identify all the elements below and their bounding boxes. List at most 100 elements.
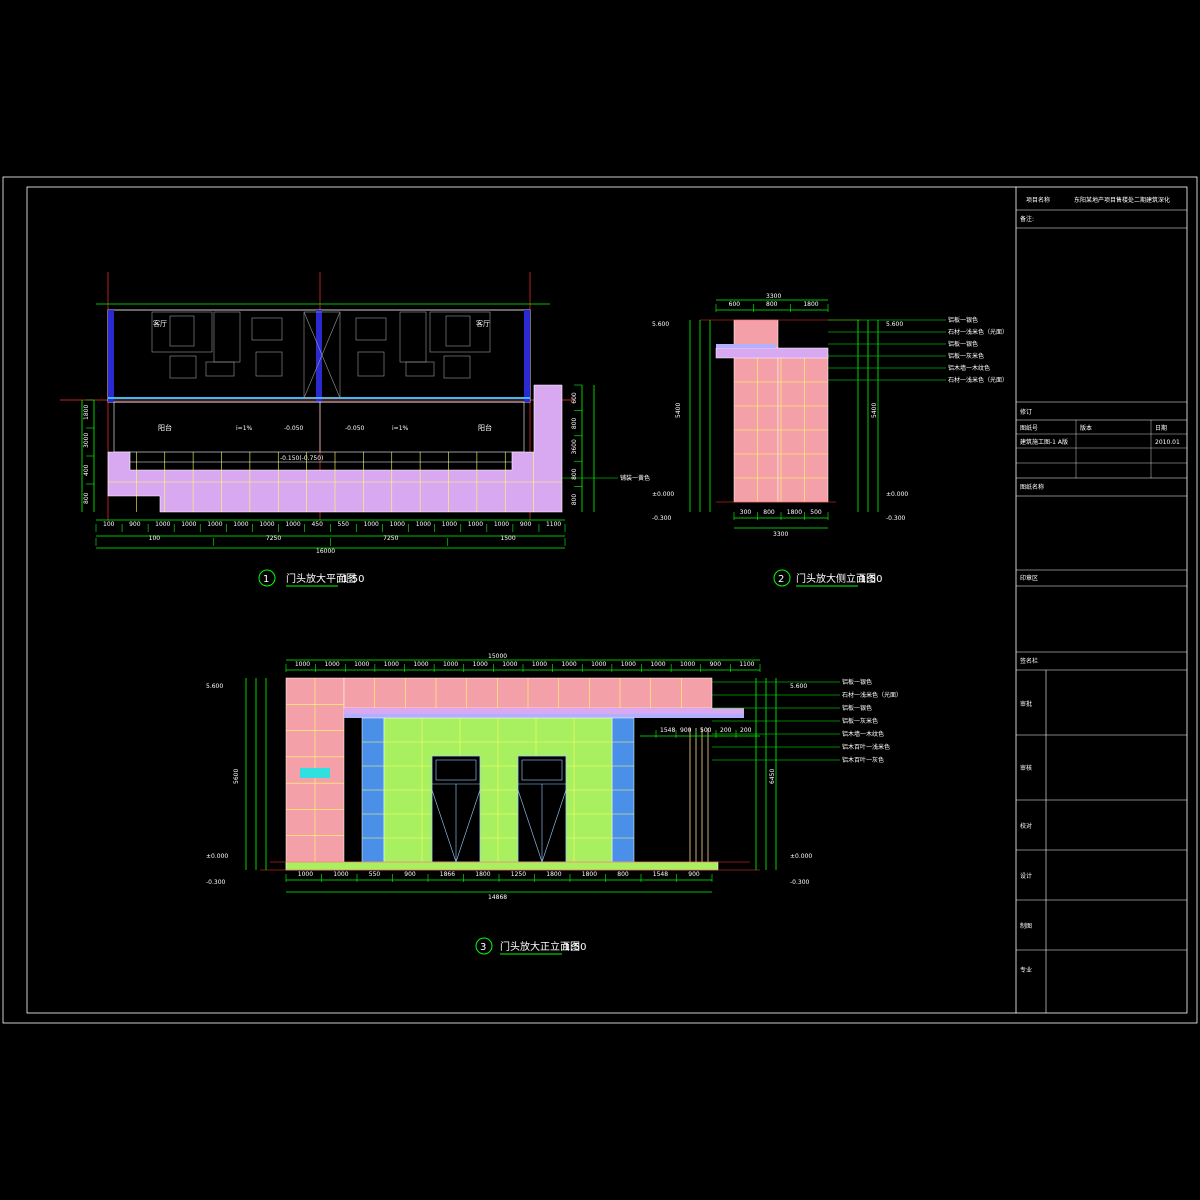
front-dim-top: 1000 xyxy=(295,661,310,668)
front-material-note: 石材一浅米色（光面） xyxy=(842,691,902,699)
front-dim-bottom: 1800 xyxy=(475,871,490,878)
side-level: ±0.000 xyxy=(652,491,674,498)
plan-number: 1 xyxy=(263,574,269,585)
plan-dim-bottom: 1000 xyxy=(233,521,248,528)
plan-dim-right: 800 xyxy=(571,417,578,429)
plan-level: -0.150(-0.750) xyxy=(280,455,323,462)
side-scale: 1:50 xyxy=(860,574,882,585)
front-number-circle xyxy=(475,937,493,955)
tb-row-label: 校对 xyxy=(1020,822,1032,830)
front-level: 5.600 xyxy=(790,683,807,690)
tb-date-label: 日期 xyxy=(1155,424,1167,432)
front-level: 5.600 xyxy=(206,683,223,690)
plan-dim-bottom: 1100 xyxy=(546,521,561,528)
plan-dim-bottom: 900 xyxy=(520,521,532,528)
front-dim-top: 1000 xyxy=(532,661,547,668)
side-dim-top: 600 xyxy=(729,301,741,308)
side-number: 2 xyxy=(778,574,784,585)
plan-dim-bottom: 900 xyxy=(129,521,141,528)
plan-dim-bottom: 1000 xyxy=(442,521,457,528)
front-material-note: 铝板一银色 xyxy=(842,678,872,686)
front-dim-mid-right: 500 xyxy=(700,727,712,734)
plan-dim-bottom: 1000 xyxy=(364,521,379,528)
plan-title: 门头放大平面图 xyxy=(286,572,356,585)
tb-row-label: 制图 xyxy=(1020,922,1032,930)
plan-dim-bottom: 550 xyxy=(338,521,350,528)
plan-dim-right: 600 xyxy=(571,392,578,404)
plan-dim-left: 400 xyxy=(83,464,90,476)
plan-dim-right: 3600 xyxy=(571,439,578,454)
plan-drawing: 客厅 客厅 阳台 阳台 -0.050 -0.050 -0.150(-0.750)… xyxy=(60,272,650,587)
side-dim-top: 1800 xyxy=(803,301,818,308)
plan-dim-bottom: 1000 xyxy=(390,521,405,528)
plan-dim-bottom: 1000 xyxy=(494,521,509,528)
front-material-note: 铝板一银色 xyxy=(842,704,872,712)
plan-dim-bottom: 1000 xyxy=(155,521,170,528)
plan-dim-bottom: 1000 xyxy=(207,521,222,528)
plan-terrace-label: 阳台 xyxy=(478,423,492,432)
plan-level: -0.050 xyxy=(345,425,365,432)
plan-dim-bottom: 1000 xyxy=(181,521,196,528)
tb-drawing-no-value: 建筑施工图-1 A版 xyxy=(1020,438,1068,446)
front-dim-top: 1000 xyxy=(413,661,428,668)
front-dim-top: 1000 xyxy=(561,661,576,668)
front-material-note: 铝板一灰米色 xyxy=(842,717,878,725)
front-dim-total: 15000 xyxy=(488,653,507,660)
plan-dim-mid: 7250 xyxy=(266,535,281,542)
side-dim-total: 3300 xyxy=(773,531,788,538)
side-title: 门头放大侧立面图 xyxy=(796,572,876,585)
front-dim-mid-right: 200 xyxy=(720,727,732,734)
front-level: ±0.000 xyxy=(790,853,812,860)
front-dim-top: 1000 xyxy=(591,661,606,668)
front-dim-top: 1000 xyxy=(502,661,517,668)
side-level: -0.300 xyxy=(652,515,672,522)
front-dim-bottom: 900 xyxy=(404,871,416,878)
side-dim-top: 800 xyxy=(766,301,778,308)
tb-date-value: 2010.01 xyxy=(1155,439,1180,446)
side-material-note: 铝板一银色 xyxy=(948,340,978,348)
plan-level: -0.050 xyxy=(284,425,304,432)
front-dim-bottom: 1000 xyxy=(333,871,348,878)
side-dim-total: 3300 xyxy=(766,293,781,300)
outer-border xyxy=(2,176,1198,1024)
front-elevation: 1000 1000 1000 1000 1000 1000 1000 1000 1000 1000… xyxy=(206,653,902,955)
front-material-note: 铝木墙一木纹色 xyxy=(842,730,884,738)
front-dim-top: 1000 xyxy=(650,661,665,668)
front-dim-top: 1000 xyxy=(443,661,458,668)
plan-scale: 1:50 xyxy=(342,574,364,585)
side-level: 5.600 xyxy=(886,321,903,328)
side-dim-bottom: 300 xyxy=(740,509,752,516)
side-material-note: 石材一浅米色（光面） xyxy=(948,328,1008,336)
front-dim-bottom: 900 xyxy=(688,871,700,878)
front-level: -0.300 xyxy=(206,879,226,886)
plan-dim-bottom: 1000 xyxy=(259,521,274,528)
plan-dim-bottom: 1000 xyxy=(285,521,300,528)
side-dim-right-total: 5400 xyxy=(871,403,878,418)
side-dim-bottom: 800 xyxy=(763,509,775,516)
front-level: -0.300 xyxy=(790,879,810,886)
tb-revise-label: 修订 xyxy=(1020,408,1032,416)
plan-dim-left: 3000 xyxy=(83,433,90,448)
plan-dim-mid: 100 xyxy=(149,535,161,542)
front-dim-left-total: 5600 xyxy=(233,769,240,784)
front-dim-bottom: 800 xyxy=(617,871,629,878)
tb-drawing-name-label: 图纸名称 xyxy=(1020,483,1044,491)
front-dim-top: 1000 xyxy=(354,661,369,668)
tb-note-label: 备注: xyxy=(1020,215,1034,223)
side-level: 5.600 xyxy=(652,321,669,328)
front-dim-top: 900 xyxy=(710,661,722,668)
front-dim-top: 1000 xyxy=(680,661,695,668)
tb-project-value: 东阳某地产项目售楼处二期建筑深化 xyxy=(1074,196,1170,204)
side-material-note: 铝板一银色 xyxy=(948,316,978,324)
side-material-note: 铝板一灰米色 xyxy=(948,352,984,360)
front-dim-bottom: 1548 xyxy=(653,871,668,878)
front-dim-bottom: 1000 xyxy=(298,871,313,878)
plan-dim-mid: 1500 xyxy=(500,535,515,542)
front-dim-top: 1100 xyxy=(739,661,754,668)
side-dim-bottom: 1800 xyxy=(787,509,802,516)
plan-terrace-label: 阳台 xyxy=(158,423,172,432)
tb-row-label: 设计 xyxy=(1020,872,1032,880)
plan-dim-left: 1800 xyxy=(83,405,90,420)
